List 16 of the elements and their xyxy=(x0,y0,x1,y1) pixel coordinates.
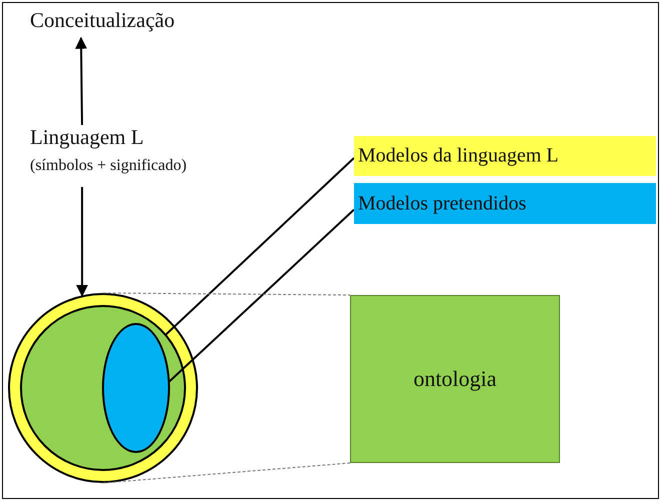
box-label: Modelos pretendidos xyxy=(358,192,526,215)
arrow xyxy=(76,187,88,297)
box-label: Modelos da linguagem L xyxy=(358,144,559,168)
box-label: ontologia xyxy=(413,366,497,392)
projection-line xyxy=(102,462,350,484)
inner-ellipse xyxy=(102,323,170,453)
subtitle-text: (símbolos + significado) xyxy=(30,157,187,175)
ontology-box xyxy=(350,295,560,463)
leader-line xyxy=(165,157,355,336)
arrow xyxy=(75,36,88,126)
label-box xyxy=(354,136,656,176)
label-box xyxy=(354,183,656,224)
heading-text: Linguagem L xyxy=(30,125,144,150)
heading-text: Conceitualização xyxy=(30,8,175,33)
projection-line xyxy=(102,292,350,296)
inner-circle xyxy=(20,305,186,471)
